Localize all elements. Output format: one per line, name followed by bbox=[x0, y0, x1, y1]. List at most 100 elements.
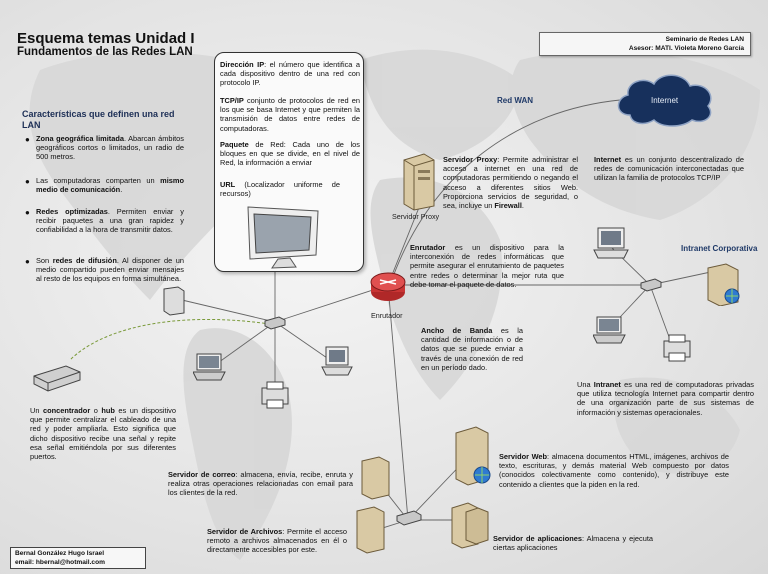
proxy-text: : Permite administrar el acceso a intern… bbox=[443, 155, 578, 211]
internet-text: es un conjunto descentralizado de redes … bbox=[594, 155, 744, 183]
proxy-term: Servidor Proxy bbox=[443, 155, 498, 164]
desktop-computer-icon bbox=[593, 227, 629, 259]
hub-text: es un dispositivo que permite centraliza… bbox=[30, 406, 176, 462]
web-server-icon bbox=[455, 426, 491, 486]
mail-server-description: Servidor de correo: almacena, envía, rec… bbox=[168, 470, 353, 498]
characteristic-text: . Permiten enviar y recibir paquetes a u… bbox=[36, 207, 184, 235]
router-term: Enrutador bbox=[410, 243, 446, 252]
file-text: : Permite el acceso remoto a archivos al… bbox=[207, 527, 347, 555]
characteristics-title: Características que definen una red LAN bbox=[22, 109, 175, 130]
hub-description: Un concentrador o hub es un dispositivo … bbox=[30, 406, 176, 461]
lan-printer-icon bbox=[261, 381, 289, 409]
bullet-icon: ● bbox=[25, 257, 30, 266]
author-email: email: hbernal@hotmail.com bbox=[15, 558, 105, 566]
def-paquete-term: Paquete bbox=[220, 140, 249, 149]
file-term: Servidor de Archivos bbox=[207, 527, 283, 536]
red-wan-label: Red WAN bbox=[497, 96, 533, 105]
lan-laptop-icon bbox=[193, 353, 226, 381]
seminar-line-1: Seminario de Redes LAN bbox=[665, 36, 744, 43]
characteristic-text: . bbox=[120, 185, 123, 195]
def-ip-text: : el número que identifica a cada dispos… bbox=[220, 60, 360, 88]
bandwidth-description: Ancho de Banda es la cantidad de informa… bbox=[421, 326, 523, 372]
internet-term: Internet bbox=[594, 155, 622, 164]
characteristic-item: ● Redes optimizadas. Permiten enviar y r… bbox=[22, 207, 184, 235]
page-title: Esquema temas Unidad I bbox=[17, 30, 195, 47]
router-icon bbox=[370, 272, 406, 301]
mail-server-icon bbox=[361, 456, 390, 500]
app-term: Servidor de aplicaciones bbox=[493, 534, 582, 543]
def-tcpip-term: TCP/IP bbox=[220, 96, 244, 105]
router-text: es un dispositivo para la interconexión … bbox=[410, 243, 564, 289]
tower-computer-icon bbox=[163, 286, 185, 316]
def-paquete-text: de Red: Cada uno de los bloques en que s… bbox=[220, 140, 360, 168]
intranet-description: Una Intranet es una red de computadoras … bbox=[577, 380, 754, 417]
monitor-icon bbox=[247, 206, 319, 269]
seminar-line-2: Asesor: MATI. Violeta Moreno García bbox=[628, 44, 744, 52]
characteristic-text: . Al disponer de un medio compartido pue… bbox=[36, 256, 184, 284]
author-name: Bernal González Hugo Israel bbox=[15, 550, 105, 557]
characteristic-item: ● Las computadoras comparten un mismo me… bbox=[22, 176, 184, 194]
characteristic-term: Zona geográfica limitada bbox=[36, 134, 124, 143]
link-router-internet bbox=[389, 99, 621, 286]
def-ip-term: Dirección IP bbox=[220, 60, 265, 69]
hub-mid: o bbox=[90, 406, 102, 415]
characteristic-term: Redes optimizadas bbox=[36, 207, 108, 216]
def-tcpip-text: conjunto de protocolos de red en los que… bbox=[220, 96, 360, 133]
proxy-label: Servidor Proxy bbox=[392, 212, 440, 221]
characteristic-pre: Las computadoras comparten un bbox=[36, 176, 161, 185]
web-text: : almacena documentos HTML, imágenes, ar… bbox=[499, 452, 729, 489]
bandwidth-term: Ancho de Banda bbox=[421, 326, 493, 335]
characteristic-term: mismo medio de comunicación bbox=[36, 176, 184, 195]
file-server-icon bbox=[356, 506, 385, 554]
hub-pre: Un bbox=[30, 406, 43, 415]
seminar-box: Seminario de Redes LAN Asesor: MATI. Vio… bbox=[539, 32, 751, 56]
intranet-pre: Una bbox=[577, 380, 594, 389]
def-tcpip: TCP/IP conjunto de protocolos de red en … bbox=[220, 96, 360, 133]
file-server-description: Servidor de Archivos: Permite el acceso … bbox=[207, 527, 347, 555]
internet-description: Internet es un conjunto descentralizado … bbox=[594, 155, 744, 183]
intranet-switch-icon bbox=[640, 278, 662, 292]
intranet-text: es una red de computadoras privadas que … bbox=[577, 380, 754, 417]
def-ip: Dirección IP: el número que identifica a… bbox=[220, 60, 360, 88]
web-term: Servidor Web bbox=[499, 452, 548, 461]
hub-term: concentrador bbox=[42, 406, 91, 415]
bullet-icon: ● bbox=[25, 208, 30, 217]
bullet-icon: ● bbox=[25, 135, 30, 144]
def-url-text: (Localizador uniforme de recursos) bbox=[220, 180, 340, 199]
link-router-server-switch bbox=[387, 284, 409, 521]
mail-text: : almacena, envía, recibe, enruta y real… bbox=[168, 470, 353, 498]
def-url: URL (Localizador uniforme de recursos) bbox=[220, 180, 340, 198]
def-url-term: URL bbox=[220, 180, 236, 189]
intranet-term: Intranet bbox=[593, 380, 621, 389]
page-subtitle: Fundamentos de las Redes LAN bbox=[17, 46, 193, 58]
mail-term: Servidor de correo bbox=[168, 470, 236, 479]
router-description: Enrutador es un dispositivo para la inte… bbox=[410, 243, 564, 289]
internet-cloud-icon bbox=[617, 74, 712, 127]
characteristic-item: ● Zona geográfica limitada. Abarcan ámbi… bbox=[22, 134, 184, 162]
hub-icon bbox=[33, 365, 81, 392]
printer-icon bbox=[663, 334, 691, 362]
app-text: : Almacena y ejecuta ciertas aplicacione… bbox=[493, 534, 653, 553]
link-router-lan-switch bbox=[274, 284, 389, 323]
hub-pointer-link bbox=[69, 318, 271, 361]
characteristic-text: . Abarcan ámbitos geográficos cortos o l… bbox=[36, 134, 184, 162]
characteristic-item: ● Son redes de difusión. Al disponer de … bbox=[22, 256, 184, 284]
intranet-label: Intranet Corporativa bbox=[681, 244, 758, 253]
proxy-description: Servidor Proxy: Permite administrar el a… bbox=[443, 155, 578, 210]
bandwidth-text: es la cantidad de información o de datos… bbox=[421, 326, 524, 372]
hub-term2: hub bbox=[101, 406, 115, 415]
characteristic-term: redes de difusión bbox=[52, 256, 117, 265]
lan-switch-icon bbox=[264, 316, 286, 330]
router-label: Enrutador bbox=[371, 311, 403, 320]
proxy-server-icon bbox=[403, 153, 435, 211]
characteristic-pre: Son bbox=[36, 256, 53, 265]
server-switch-icon bbox=[396, 510, 422, 526]
proxy-tail: . bbox=[521, 201, 524, 211]
link-router-proxy bbox=[387, 204, 421, 286]
web-server-description: Servidor Web: almacena documentos HTML, … bbox=[499, 452, 729, 489]
application-server-icon bbox=[451, 502, 489, 549]
def-paquete: Paquete de Red: Cada uno de los bloques … bbox=[220, 140, 360, 168]
proxy-term2: Firewall bbox=[494, 201, 522, 211]
application-server-description: Servidor de aplicaciones: Almacena y eje… bbox=[493, 534, 653, 552]
